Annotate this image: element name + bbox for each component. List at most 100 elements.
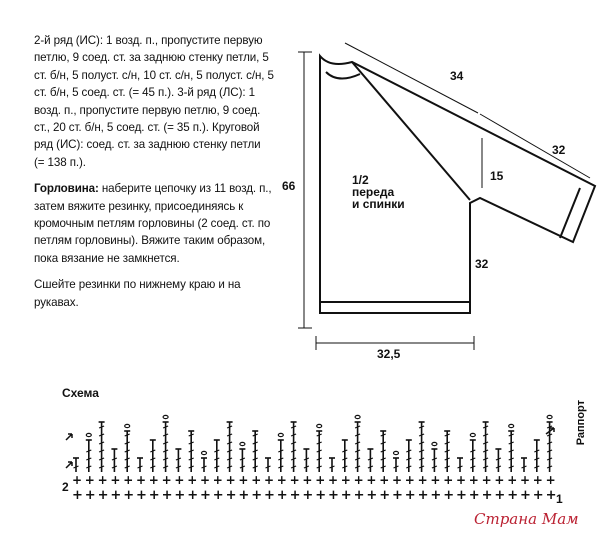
chart-stitch-mark bbox=[418, 425, 425, 429]
chart-stitch-mark bbox=[239, 457, 246, 461]
chart-stitch-mark bbox=[316, 441, 322, 445]
chart-stitch-mark bbox=[175, 457, 182, 461]
chart-stitch-mark bbox=[290, 425, 297, 429]
chart-stitch-mark bbox=[354, 449, 361, 453]
chart-stitch-mark bbox=[188, 433, 194, 437]
chart-stitch-mark: + bbox=[136, 488, 147, 503]
chart-stitch-mark: + bbox=[162, 488, 173, 503]
chart-stitch-mark bbox=[431, 465, 438, 469]
neckline-title: Горловина: bbox=[34, 182, 99, 196]
chart-stitch-mark bbox=[188, 457, 194, 461]
chart-stitch-mark bbox=[188, 449, 194, 453]
chart-stitch-mark bbox=[354, 433, 361, 437]
chart-stitch-mark bbox=[342, 465, 348, 469]
chart-stitch-mark bbox=[482, 465, 489, 469]
chart-stitch-mark: + bbox=[354, 473, 364, 487]
chart-stitch-mark bbox=[329, 465, 335, 469]
chart-stitch-mark bbox=[354, 465, 361, 469]
chart-stitch-mark bbox=[162, 465, 169, 469]
chart-stitch-mark bbox=[508, 457, 514, 461]
chart-stitch-mark bbox=[444, 441, 450, 445]
chart-stitch-mark bbox=[188, 441, 194, 445]
chart-stitch-mark: + bbox=[98, 488, 109, 503]
dim-side: 32 bbox=[475, 257, 489, 271]
crochet-chart: ++++++++++++++++++++++++++++++++++++++++… bbox=[65, 414, 557, 503]
chart-stitch-mark bbox=[406, 465, 412, 469]
chart-stitch-mark bbox=[406, 449, 412, 453]
chart-stitch-mark: + bbox=[418, 488, 429, 503]
chart-stitch-mark: + bbox=[482, 488, 493, 503]
chart-stitch-mark bbox=[239, 441, 246, 447]
chart-stitch-mark bbox=[124, 449, 130, 453]
chart-stitch-mark: + bbox=[520, 488, 531, 503]
chart-stitch-mark bbox=[380, 465, 386, 469]
watermark: Страна Мам bbox=[474, 510, 579, 528]
chart-stitch-mark: + bbox=[456, 473, 466, 487]
chart-stitch-mark bbox=[124, 423, 131, 429]
chart-stitch-mark: + bbox=[366, 488, 377, 503]
chart-stitch-mark bbox=[214, 457, 220, 461]
chart-stitch-mark bbox=[457, 465, 463, 469]
chart-stitch-mark: + bbox=[507, 488, 518, 503]
chart-stitch-mark: + bbox=[430, 473, 440, 487]
chart-stitch-mark: + bbox=[174, 473, 184, 487]
dim-raglan: 34 bbox=[450, 69, 464, 83]
chart-stitch-mark: + bbox=[354, 488, 365, 503]
chart-stitch-mark bbox=[470, 457, 476, 461]
chart-stitch-mark: + bbox=[392, 473, 402, 487]
chart-stitch-mark bbox=[265, 465, 271, 469]
chart-stitch-mark bbox=[367, 465, 374, 469]
chart-stitch-mark bbox=[495, 465, 502, 469]
chart-stitch-mark bbox=[162, 425, 169, 429]
chart-stitch-mark bbox=[290, 457, 297, 461]
chart-stitch-mark: + bbox=[533, 488, 544, 503]
chart-stitch-mark bbox=[367, 457, 374, 461]
chart-stitch-mark bbox=[342, 449, 348, 453]
chart-stitch-mark: + bbox=[85, 488, 96, 503]
chart-stitch-mark: + bbox=[482, 473, 492, 487]
chart-stitch-mark bbox=[354, 414, 361, 420]
chart-stitch-mark: + bbox=[98, 473, 108, 487]
instructions-text: 2-й ряд (ИС): 1 возд. п., пропустите пер… bbox=[34, 32, 274, 320]
chart-stitch-mark bbox=[418, 449, 425, 453]
chart-stitch-mark bbox=[508, 433, 514, 437]
chart-stitch-mark bbox=[150, 449, 156, 453]
dim-height: 66 bbox=[282, 179, 296, 193]
chart-stitch-mark: + bbox=[494, 488, 505, 503]
neckline-body: наберите цепочку из 11 возд. п., затем в… bbox=[34, 182, 272, 265]
chart-stitch-mark bbox=[86, 457, 92, 461]
chart-stitch-mark: + bbox=[110, 473, 120, 487]
chart-stitch-mark bbox=[150, 465, 156, 469]
dim-underarm: 15 bbox=[490, 169, 504, 183]
chart-stitch-mark: + bbox=[469, 488, 480, 503]
chart-stitch-mark bbox=[65, 433, 73, 441]
chart-stitch-mark bbox=[316, 457, 322, 461]
chart-stitch-mark bbox=[303, 465, 310, 469]
chart-stitch-mark: + bbox=[213, 473, 223, 487]
chart-stitch-mark: + bbox=[392, 488, 403, 503]
chart-stitch-mark bbox=[393, 465, 399, 469]
chart-stitch-mark: + bbox=[123, 473, 133, 487]
dim-width: 32,5 bbox=[377, 347, 401, 361]
chart-stitch-mark bbox=[252, 465, 258, 469]
sleeve-dim-line bbox=[479, 113, 591, 179]
chart-stitch-mark bbox=[316, 449, 322, 453]
chart-stitch-mark: + bbox=[136, 473, 146, 487]
chart-stitch-mark bbox=[124, 457, 130, 461]
chart-stitch-mark bbox=[252, 441, 258, 445]
chart-stitch-mark bbox=[380, 449, 386, 453]
chart-stitch-mark bbox=[278, 449, 284, 453]
chart-stitch-mark: + bbox=[520, 473, 530, 487]
chart-stitch-mark bbox=[175, 465, 182, 469]
chart-stitch-mark: + bbox=[85, 473, 95, 487]
chart-stitch-mark: + bbox=[187, 488, 198, 503]
chart-stitch-mark bbox=[380, 433, 386, 437]
chart-stitch-mark bbox=[162, 414, 169, 420]
chart-stitch-mark bbox=[124, 465, 130, 469]
raglan-line bbox=[351, 61, 471, 201]
chart-stitch-mark bbox=[546, 414, 553, 420]
chart-stitch-mark bbox=[316, 465, 322, 469]
chart-stitch-mark bbox=[290, 449, 297, 453]
chart-stitch-mark: + bbox=[405, 473, 415, 487]
chart-stitch-mark: + bbox=[328, 473, 338, 487]
